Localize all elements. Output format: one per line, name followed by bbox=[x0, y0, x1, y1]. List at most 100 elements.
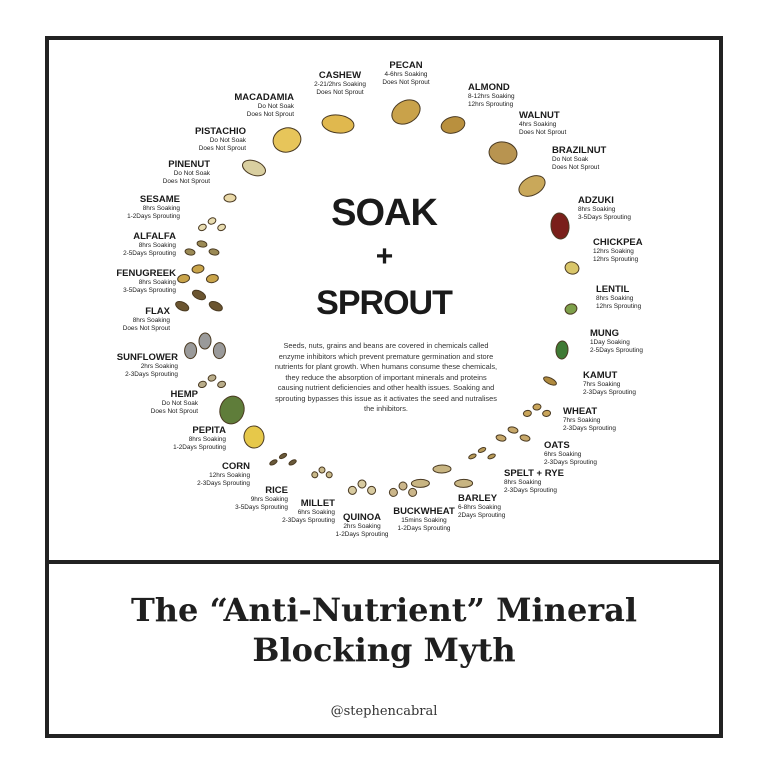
soak-time: 6hrs Soaking bbox=[544, 451, 582, 458]
hemp-icon-shape bbox=[198, 380, 207, 389]
rice-icon-shape bbox=[269, 459, 278, 466]
sprout-time: 3-5Days Sprouting bbox=[123, 287, 176, 294]
sprout-time: 12hrs Sprouting bbox=[593, 256, 639, 263]
center-title-plus: + bbox=[375, 240, 394, 273]
fenugreek-icon-shape bbox=[205, 274, 219, 284]
pinenut-icon-shape bbox=[223, 193, 237, 203]
soak-time: 12hrs Soaking bbox=[593, 248, 634, 255]
sprout-time: 2-3Days Sprouting bbox=[282, 517, 335, 524]
spelt-rye-icon bbox=[468, 447, 496, 460]
wheat-icon-shape bbox=[522, 409, 532, 417]
corn-icon-shape bbox=[243, 425, 265, 449]
item-name: SESAME bbox=[139, 194, 180, 205]
soak-time: Do Not Soak bbox=[552, 156, 589, 163]
almond-icon bbox=[440, 116, 466, 134]
mung-icon-shape bbox=[555, 340, 569, 360]
barley-icon-shape bbox=[432, 464, 452, 474]
sprout-time: 3-5Days Sprouting bbox=[578, 214, 631, 221]
item-name: RICE bbox=[265, 485, 288, 496]
soak-time: 8hrs Soaking bbox=[188, 436, 226, 443]
soak-time: Do Not Soak bbox=[161, 400, 198, 407]
alfalfa-icon-shape bbox=[184, 248, 196, 256]
item-name: CORN bbox=[222, 461, 250, 472]
description-text: Seeds, nuts, grains and beans are covere… bbox=[274, 341, 498, 413]
hemp-icon bbox=[198, 374, 226, 389]
soak-time: 8hrs Soaking bbox=[138, 242, 176, 249]
soak-time: 15mins Soaking bbox=[401, 517, 447, 524]
item-name: MILLET bbox=[300, 498, 335, 509]
quinoa-icon-shape bbox=[347, 485, 357, 495]
sesame-icon bbox=[198, 217, 226, 232]
sprout-time: 1-2Days Sprouting bbox=[127, 213, 180, 220]
sprout-time: 2-5Days Sprouting bbox=[590, 347, 643, 354]
soak-time: 8-12hrs Soaking bbox=[468, 93, 515, 100]
item-name: PECAN bbox=[389, 60, 423, 71]
quinoa-icon-shape bbox=[357, 479, 367, 489]
item-name: SPELT + RYE bbox=[504, 468, 564, 479]
item-name: QUINOA bbox=[343, 512, 381, 523]
millet-icon-shape bbox=[318, 466, 326, 474]
item-name: PINENUT bbox=[168, 159, 210, 170]
brazilnut-icon bbox=[518, 175, 546, 197]
item-name: BUCKWHEAT bbox=[393, 506, 455, 517]
flax-icon-shape bbox=[208, 300, 223, 312]
soak-time: 7hrs Soaking bbox=[583, 381, 621, 388]
soak-time: 8hrs Soaking bbox=[504, 479, 542, 486]
sprout-time: Does Not Sprout bbox=[246, 111, 294, 118]
item-name: PISTACHIO bbox=[194, 126, 246, 137]
fenugreek-icon-shape bbox=[191, 264, 205, 274]
fenugreek-icon bbox=[177, 264, 219, 284]
sprout-time: 12hrs Sprouting bbox=[596, 303, 642, 310]
sprout-time: 2-3Days Sprouting bbox=[583, 389, 636, 396]
macadamia-icon bbox=[272, 127, 302, 153]
sesame-icon-shape bbox=[207, 217, 217, 225]
sunflower-icon-shape bbox=[184, 342, 198, 360]
pecan-icon-shape bbox=[391, 99, 421, 125]
hemp-icon-shape bbox=[207, 374, 217, 382]
item-name: HEMP bbox=[170, 389, 198, 400]
pecan-icon bbox=[391, 99, 421, 125]
sesame-icon-shape bbox=[217, 223, 226, 232]
soak-time: 6hrs Soaking bbox=[297, 509, 335, 516]
item-name: ADZUKI bbox=[578, 195, 614, 206]
oats-icon bbox=[495, 426, 531, 442]
corn-icon bbox=[243, 425, 265, 449]
item-name: PEPITA bbox=[192, 425, 226, 436]
chickpea-icon bbox=[564, 261, 580, 275]
barley-icon bbox=[410, 464, 474, 488]
sunflower-icon bbox=[184, 332, 226, 360]
soak-time: 4-6hrs Soaking bbox=[384, 71, 428, 78]
wheat-icon bbox=[522, 403, 552, 417]
sprout-time: 1-2Days Sprouting bbox=[397, 525, 451, 532]
pistachio-icon bbox=[242, 159, 266, 177]
pistachio-icon-shape bbox=[242, 159, 266, 177]
alfalfa-icon-shape bbox=[196, 240, 208, 248]
adzuki-icon bbox=[550, 212, 570, 240]
oats-icon-shape bbox=[495, 434, 507, 442]
buckwheat-icon bbox=[388, 481, 418, 497]
rice-icon-shape bbox=[288, 459, 297, 466]
cashew-icon bbox=[321, 114, 355, 134]
sprout-time: 2-5Days Sprouting bbox=[123, 250, 176, 257]
divider-line bbox=[45, 560, 723, 564]
oats-icon-shape bbox=[507, 426, 519, 434]
millet-icon bbox=[311, 466, 333, 479]
alfalfa-icon-shape bbox=[208, 248, 220, 256]
sprout-time: Does Not Sprout bbox=[122, 325, 170, 332]
soak-time: 8hrs Soaking bbox=[132, 317, 170, 324]
post-title-line2: Blocking Myth bbox=[252, 631, 516, 669]
sprout-time: Does Not Sprout bbox=[162, 178, 210, 185]
buckwheat-icon-shape bbox=[408, 487, 418, 497]
